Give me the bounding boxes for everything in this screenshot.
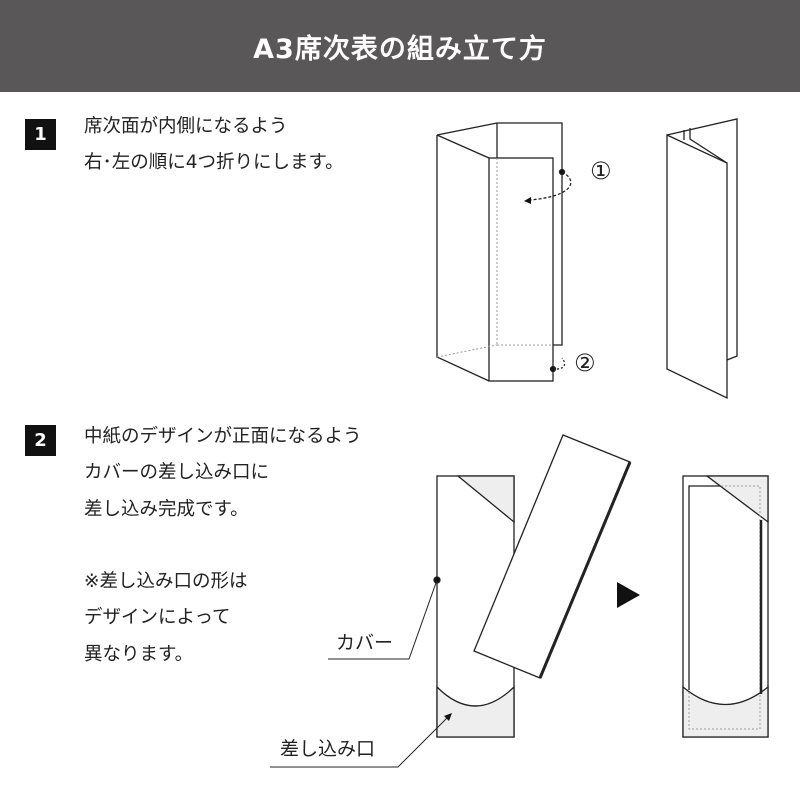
step2-line-1: 中紙のデザインが正面になるよう [84, 426, 362, 447]
next-step-arrow-icon [617, 582, 640, 608]
step1-line-1: 席次面が内側になるよう [84, 116, 288, 137]
step2-line-3: 差し込み完成です。 [84, 499, 249, 520]
step2-note-2: デザインによって [84, 607, 231, 628]
unfolded-sheet-illustration [436, 122, 572, 382]
cover-leader-line [328, 579, 438, 660]
slot-label: 差し込み口 [280, 738, 376, 760]
slot-leader-line [270, 714, 451, 768]
step2-line-2: カバーの差し込み口に [84, 462, 270, 483]
header-bar: A3席次表の組み立て方 [0, 0, 800, 92]
cover-illustration [436, 475, 515, 738]
page-title: A3席次表の組み立て方 [253, 33, 547, 65]
fold-arrow-1 [529, 171, 572, 201]
folded-sheet-illustration [666, 118, 738, 400]
fold-marker-1: ① [590, 157, 612, 185]
step-badge-2: 2 [25, 425, 56, 456]
step2-note-1: ※差し込み口の形は [84, 571, 248, 592]
fold-marker-2: ② [574, 349, 596, 377]
step2-note-3: 異なります。 [84, 644, 194, 665]
insert-sheet-illustration [473, 434, 632, 679]
cover-label: カバー [336, 632, 394, 654]
assembled-illustration [682, 475, 769, 738]
step1-line-2: 右･左の順に4つ折りにします。 [84, 152, 344, 173]
step-badge-1: 1 [25, 119, 56, 150]
